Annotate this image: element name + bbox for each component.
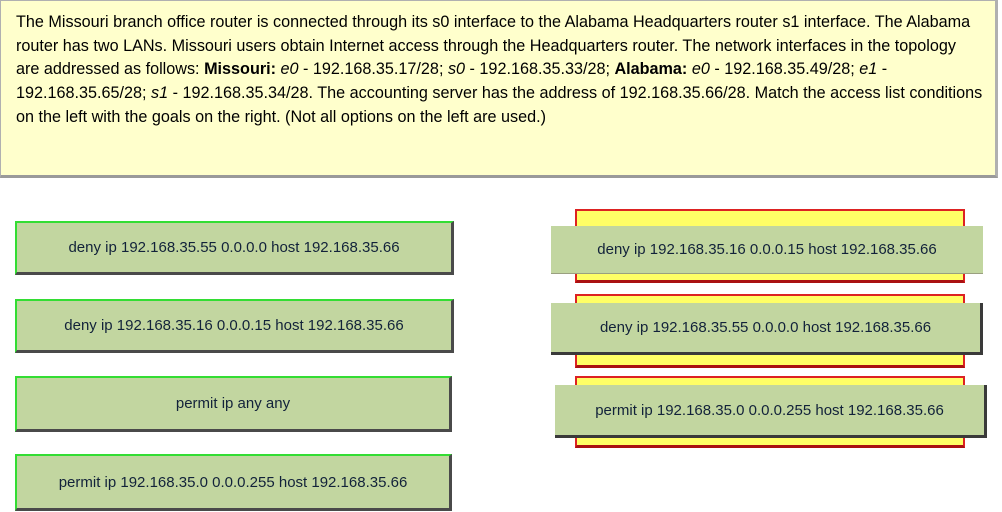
source-option-1[interactable]: deny ip 192.168.35.55 0.0.0.0 host 192.1… [15, 221, 454, 275]
source-option-4[interactable]: permit ip 192.168.35.0 0.0.0.255 host 19… [15, 454, 452, 511]
question-text: The Missouri branch office router is con… [0, 0, 998, 178]
missouri-e0-address: - 192.168.35.17/28; [298, 60, 448, 79]
source-option-2[interactable]: deny ip 192.168.35.16 0.0.0.15 host 192.… [15, 299, 454, 353]
alabama-e0-address: - 192.168.35.49/28; [709, 60, 860, 79]
alabama-label: Alabama: [614, 60, 688, 79]
alabama-s1-interface: s1 [151, 84, 169, 103]
alabama-e1-interface: e1 [859, 60, 878, 79]
missouri-e0-interface: e0 [280, 60, 299, 79]
placed-option-1[interactable]: deny ip 192.168.35.16 0.0.0.15 host 192.… [551, 226, 983, 274]
placed-option-2[interactable]: deny ip 192.168.35.55 0.0.0.0 host 192.1… [551, 303, 983, 355]
question-intro: The Missouri branch office router is con… [16, 13, 971, 79]
missouri-s0-address: - 192.168.35.33/28; [465, 60, 615, 79]
alabama-e1-address: - 192.168.35.65/28; [16, 60, 888, 103]
missouri-label: Missouri: [204, 60, 277, 79]
alabama-s1-address-and-instructions: - 192.168.35.34/28. The accounting serve… [16, 84, 983, 126]
missouri-s0-interface: s0 [447, 60, 466, 79]
source-option-3[interactable]: permit ip any any [15, 376, 452, 432]
placed-option-3[interactable]: permit ip 192.168.35.0 0.0.0.255 host 19… [555, 385, 987, 438]
alabama-e0-interface: e0 [691, 60, 710, 79]
